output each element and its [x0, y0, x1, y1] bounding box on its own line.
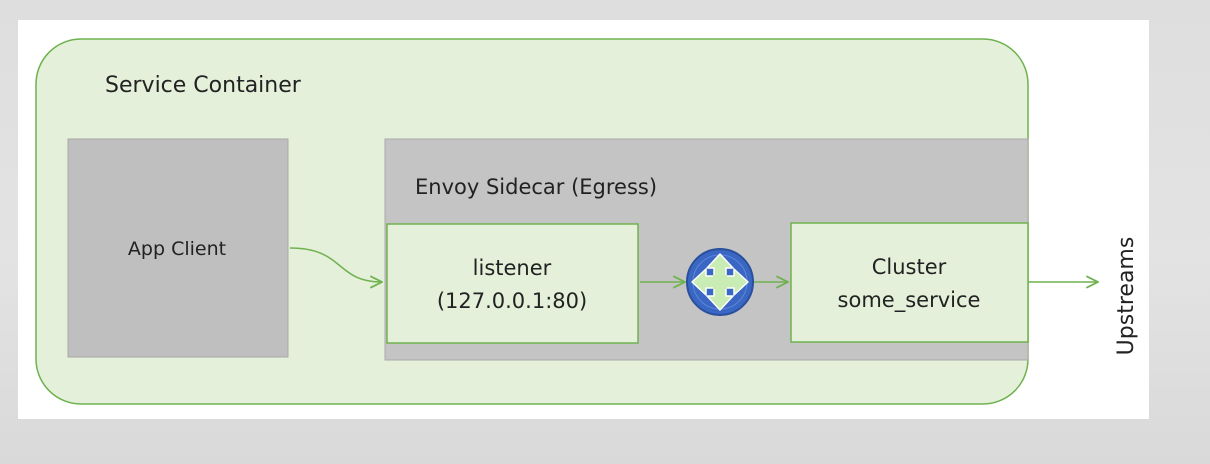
cluster-box: [790, 222, 1029, 343]
cluster-service-name: some_service: [838, 288, 981, 313]
envoy-sidecar-label: Envoy Sidecar (Egress): [415, 175, 657, 199]
service-container-label: Service Container: [105, 73, 302, 98]
listener-address: (127.0.0.1:80): [437, 289, 587, 313]
cluster-label: Cluster: [872, 255, 947, 279]
app-client-box: [67, 138, 289, 358]
edge-app-client-to-listener: [289, 247, 382, 282]
listener-label: listener: [473, 256, 552, 280]
move-arrows-icon: [686, 248, 754, 316]
listener-box: [386, 223, 639, 344]
app-client-label: App Client: [128, 238, 226, 260]
upstreams-label: Upstreams: [1114, 237, 1139, 356]
